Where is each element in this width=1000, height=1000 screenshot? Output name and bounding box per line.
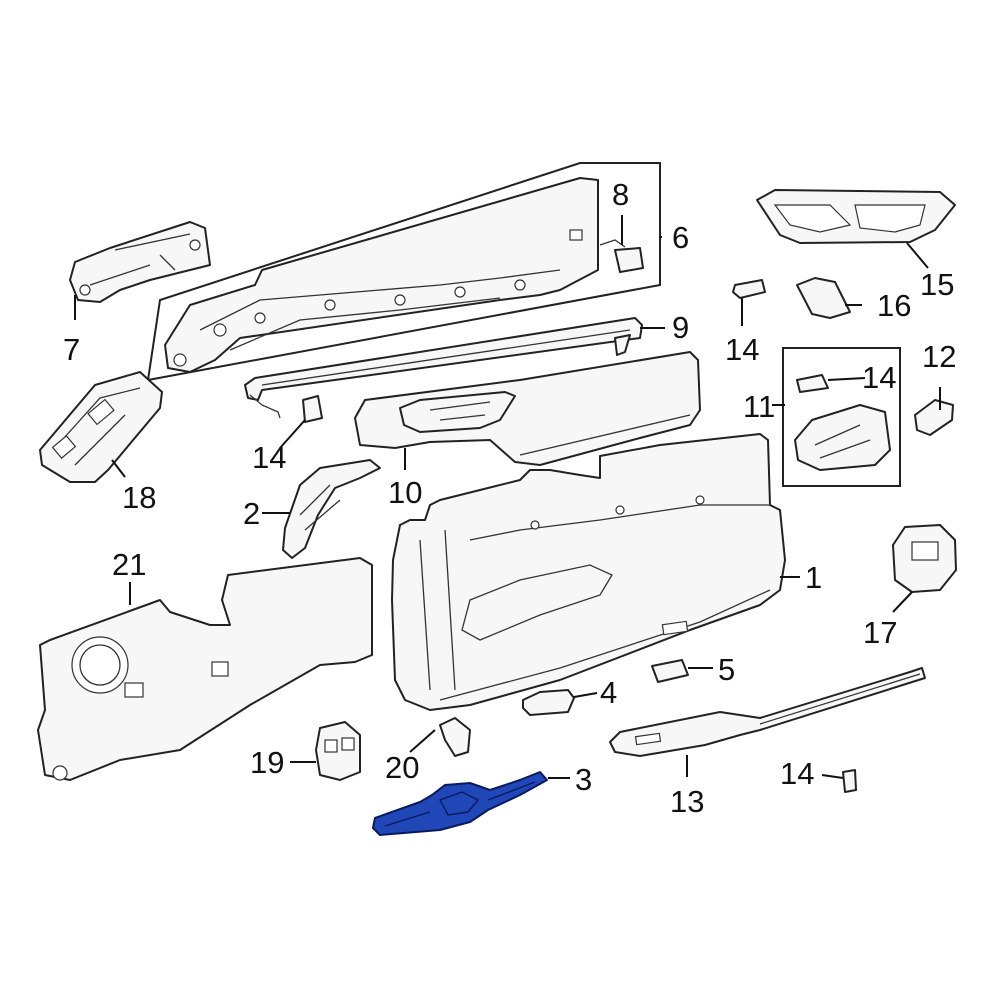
part-20-clip: [439, 717, 471, 757]
part-17-switch: [892, 524, 957, 593]
part-11-handle-group: [782, 347, 901, 487]
part-2-bracket: [282, 459, 381, 559]
part-14-clip-a: [302, 395, 323, 423]
callout-16: 16: [877, 288, 911, 323]
part-13-armrest-strip: [609, 667, 926, 757]
part-21-insulation-pad: [37, 557, 373, 781]
part-5-cover: [651, 659, 689, 683]
callout-14-b: 14: [252, 440, 286, 475]
leader-lines: [74, 215, 941, 779]
callout-14-a: 14: [725, 332, 759, 367]
callout-12: 12: [922, 339, 956, 374]
part-10-armrest-trim: [354, 351, 701, 466]
part-7-bracket: [69, 221, 211, 303]
part-6-upper-trim-group: [146, 162, 661, 382]
callout-7: 7: [63, 332, 80, 367]
part-18-switch-assembly: [39, 371, 163, 483]
callout-18: 18: [122, 480, 156, 515]
callout-13: 13: [670, 784, 704, 819]
callout-5: 5: [718, 652, 735, 687]
callout-11: 11: [743, 389, 775, 424]
part-1-door-panel: [391, 433, 786, 711]
callout-10: 10: [388, 475, 422, 510]
part-12-clip: [914, 399, 954, 436]
part-6-upper-trim: [164, 177, 599, 373]
callout-14-c: 14: [862, 360, 896, 395]
callout-labels: 1 2 3 4 5 6 7 8 9 10 11 12 13 14 14 14 1…: [63, 177, 956, 819]
callout-17: 17: [863, 615, 897, 650]
part-14-clip-d: [842, 769, 857, 793]
callout-1: 1: [805, 560, 822, 595]
callout-20: 20: [385, 750, 419, 785]
callout-21: 21: [112, 547, 146, 582]
callout-2: 2: [243, 496, 260, 531]
part-14-clip-b: [732, 279, 766, 299]
callout-9: 9: [672, 310, 689, 345]
callout-15: 15: [920, 267, 954, 302]
part-11-frame: [782, 347, 901, 487]
part-9-trim-strip: [244, 317, 643, 419]
part-14-clip-c: [796, 374, 829, 393]
part-19-switch: [315, 721, 361, 781]
callout-19: 19: [250, 745, 284, 780]
callout-6: 6: [672, 220, 689, 255]
part-15-bezel: [756, 189, 956, 244]
callout-4: 4: [600, 675, 617, 710]
callout-8: 8: [612, 177, 629, 212]
part-16-insert: [796, 277, 851, 319]
part-6-frame: [146, 162, 661, 382]
callout-3: 3: [575, 762, 592, 797]
part-8-cap: [599, 239, 644, 273]
part-4-cover: [522, 689, 575, 716]
part-3-cover-highlighted: [372, 771, 548, 836]
callout-14-d: 14: [780, 756, 814, 791]
